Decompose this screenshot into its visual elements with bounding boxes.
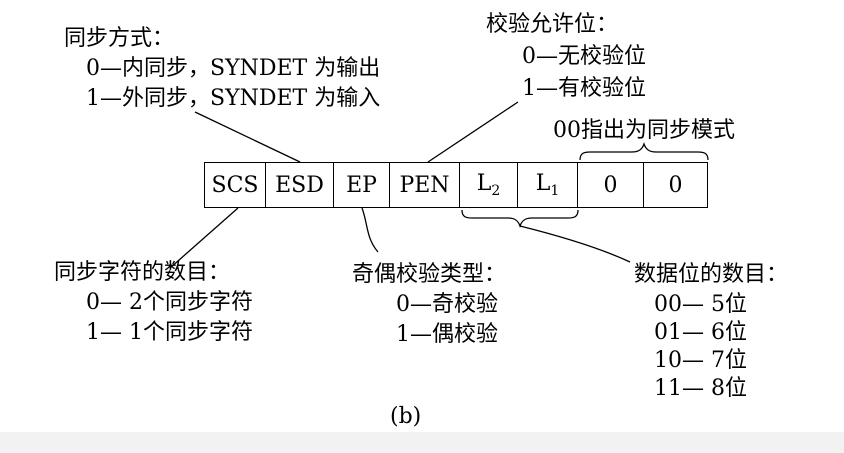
parity-type-option-1: 1—偶校验 <box>396 322 498 347</box>
data-bits-option-00: 00— 5位 <box>654 292 747 317</box>
reg-field-bit0: 0 <box>644 162 708 208</box>
scs-leader-line <box>169 207 239 269</box>
reg-label-esd: ESD <box>275 172 324 198</box>
data-bits-title: 数据位的数目： <box>634 262 789 287</box>
reg-label-ep: EP <box>346 172 377 198</box>
reg-field-pen: PEN <box>390 162 460 208</box>
esd-leader-line <box>194 111 301 163</box>
reg-label-bit0: 0 <box>668 172 683 198</box>
figure-caption: (b) <box>390 404 422 429</box>
sync-chars-title: 同步字符的数目： <box>54 260 231 285</box>
sync-chars-option-1: 1— 1个同步字符 <box>86 320 253 345</box>
ep-leader-line <box>361 207 379 253</box>
reg-field-bit1: 0 <box>578 162 644 208</box>
parity-enable-option-1: 1—有校验位 <box>522 76 646 101</box>
bottom-band <box>0 432 844 453</box>
reg-field-scs: SCS <box>204 162 266 208</box>
parity-enable-title: 校验允许位： <box>486 12 619 37</box>
pen-leader-line <box>427 101 519 163</box>
data-bits-option-11: 11— 8位 <box>654 376 747 401</box>
reg-label-l1: L1 <box>535 171 560 199</box>
sync-mode-option-0: 0—内同步，SYNDET 为输出 <box>86 56 381 81</box>
reg-field-esd: ESD <box>266 162 334 208</box>
reg-field-l1: L1 <box>518 162 578 208</box>
sync-mode-note: 00指出为同步模式 <box>553 118 735 143</box>
data-bits-option-01: 01— 6位 <box>654 320 747 345</box>
parity-type-title: 奇偶校验类型： <box>352 262 507 287</box>
parity-type-option-0: 0—奇校验 <box>396 292 498 317</box>
reg-field-ep: EP <box>334 162 390 208</box>
data-bits-leader-line <box>519 225 631 263</box>
reg-label-l2: L2 <box>476 171 501 199</box>
reg-label-pen: PEN <box>399 172 450 198</box>
reg-label-bit1: 0 <box>603 172 618 198</box>
reg-field-l2: L2 <box>460 162 518 208</box>
data-bits-brace <box>461 209 579 229</box>
sync-chars-option-0: 0— 2个同步字符 <box>86 290 253 315</box>
sync-mode-title: 同步方式： <box>64 26 175 51</box>
data-bits-option-10: 10— 7位 <box>654 348 747 373</box>
parity-enable-option-0: 0—无校验位 <box>522 44 646 69</box>
sync-mode-brace <box>579 141 709 161</box>
reg-label-scs: SCS <box>211 172 259 198</box>
sync-mode-option-1: 1—外同步，SYNDET 为输入 <box>86 86 381 111</box>
